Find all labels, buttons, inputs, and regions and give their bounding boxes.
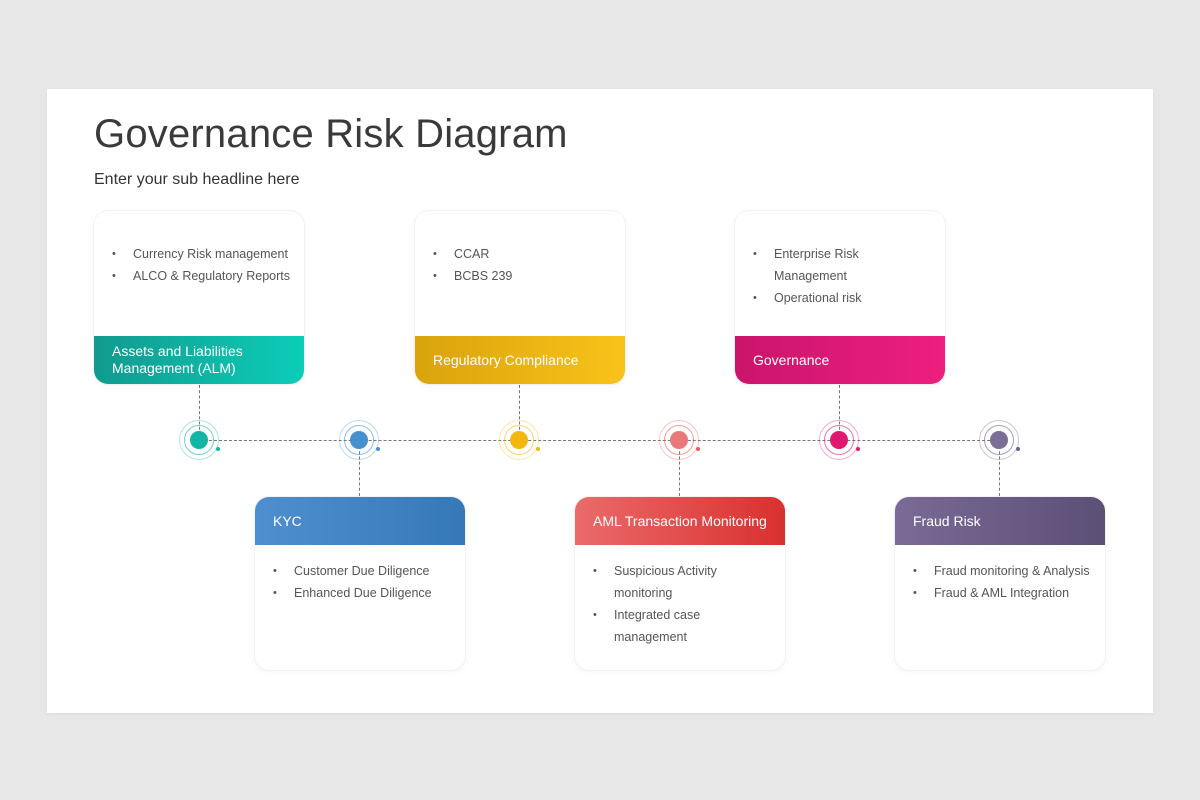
card-fraud-header: Fraud Risk <box>895 497 1105 545</box>
card-aml-list: Suspicious Activity monitoring Integrate… <box>593 560 773 648</box>
timeline-node-aml <box>659 420 700 460</box>
card-alm: Currency Risk management ALCO & Regulato… <box>94 211 304 384</box>
list-item: CCAR <box>433 243 613 265</box>
list-item: Enterprise Risk Management <box>753 243 933 287</box>
timeline-node-kyc <box>339 420 380 460</box>
card-governance-list: Enterprise Risk Management Operational r… <box>753 243 933 309</box>
connector-fraud <box>999 446 1000 496</box>
card-regulatory-list: CCAR BCBS 239 <box>433 243 613 287</box>
connector-regulatory <box>519 385 520 435</box>
card-aml: AML Transaction Monitoring Suspicious Ac… <box>575 497 785 670</box>
card-kyc-header: KYC <box>255 497 465 545</box>
list-item: Currency Risk management <box>112 243 292 265</box>
connector-kyc <box>359 446 360 496</box>
list-item: Enhanced Due Diligence <box>273 582 453 604</box>
card-governance-header: Governance <box>735 336 945 384</box>
timeline-line <box>199 440 1000 441</box>
card-aml-header: AML Transaction Monitoring <box>575 497 785 545</box>
list-item: BCBS 239 <box>433 265 613 287</box>
list-item: Integrated case management <box>593 604 773 648</box>
page-subtitle: Enter your sub headline here <box>94 171 300 188</box>
card-regulatory-header: Regulatory Compliance <box>415 336 625 384</box>
card-alm-list: Currency Risk management ALCO & Regulato… <box>112 243 292 287</box>
list-item: Operational risk <box>753 287 933 309</box>
card-regulatory-compliance: CCAR BCBS 239 Regulatory Compliance <box>415 211 625 384</box>
card-governance: Enterprise Risk Management Operational r… <box>735 211 945 384</box>
card-kyc: KYC Customer Due Diligence Enhanced Due … <box>255 497 465 670</box>
list-item: Fraud & AML Integration <box>913 582 1093 604</box>
timeline-node-fraud <box>979 420 1020 460</box>
connector-aml <box>679 446 680 496</box>
page-title: Governance Risk Diagram <box>94 112 568 156</box>
card-fraud: Fraud Risk Fraud monitoring & Analysis F… <box>895 497 1105 670</box>
list-item: Fraud monitoring & Analysis <box>913 560 1093 582</box>
connector-governance <box>839 385 840 435</box>
list-item: Suspicious Activity monitoring <box>593 560 773 604</box>
list-item: ALCO & Regulatory Reports <box>112 265 292 287</box>
list-item: Customer Due Diligence <box>273 560 453 582</box>
card-kyc-list: Customer Due Diligence Enhanced Due Dili… <box>273 560 453 604</box>
timeline-node-regulatory <box>499 420 540 460</box>
connector-alm <box>199 385 200 435</box>
card-fraud-list: Fraud monitoring & Analysis Fraud & AML … <box>913 560 1093 604</box>
card-alm-header: Assets and Liabilities Management (ALM) <box>94 336 304 384</box>
timeline-node-governance <box>819 420 860 460</box>
timeline-node-alm <box>179 420 220 460</box>
